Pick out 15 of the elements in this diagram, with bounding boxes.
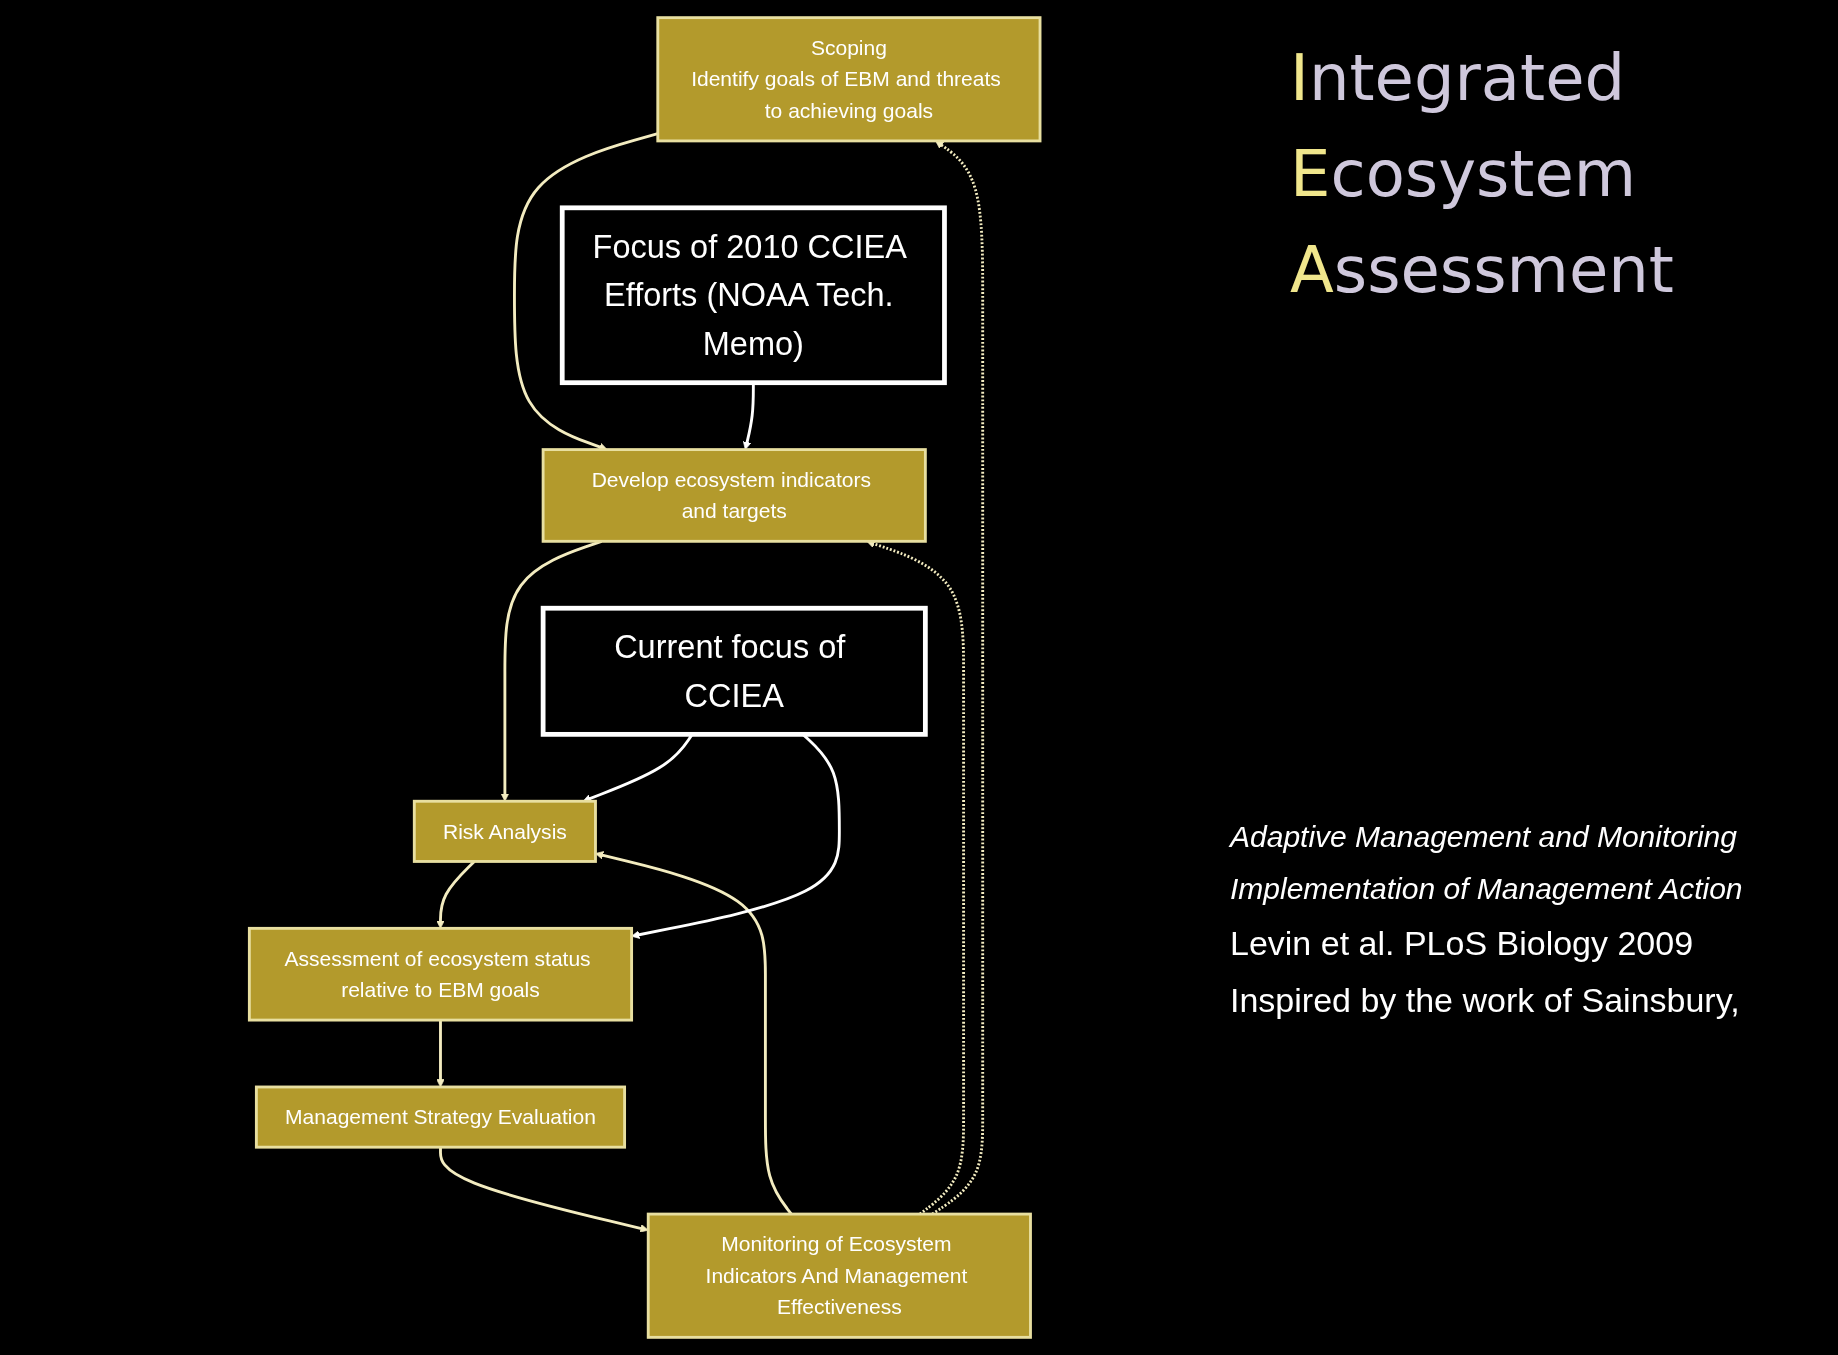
citation-note: Levin et al. PLoS Biology 2009	[1230, 924, 1695, 963]
citation-note: Implementation of Management Action	[1230, 872, 1744, 906]
node-box: Develop ecosystem indicators and targets	[541, 448, 928, 543]
node-box: Current focus of CCIEA	[541, 605, 929, 737]
arrow	[595, 851, 793, 1215]
node-box: Focus of 2010 CCIEA Efforts (NOAA Tech. Memo)	[560, 205, 948, 386]
citation-note: Inspired by the work of Sainsbury,	[1230, 981, 1741, 1020]
node-box: Scoping Identify goals of EBM and threats to achieving goals	[656, 16, 1042, 143]
node-box: Assessment of ecosystem status relative to EBM goals	[248, 926, 634, 1022]
arrow	[439, 1147, 649, 1233]
title: Integrated Ecosystem Assessment	[1290, 40, 1675, 309]
node-box: Management Strategy Evaluation	[255, 1085, 627, 1149]
node-box: Monitoring of Ecosystem Indicators And Management Effectiveness	[647, 1212, 1033, 1339]
node-box: Risk Analysis	[413, 799, 598, 863]
citation-note: Adaptive Management and Monitoring	[1230, 820, 1738, 854]
